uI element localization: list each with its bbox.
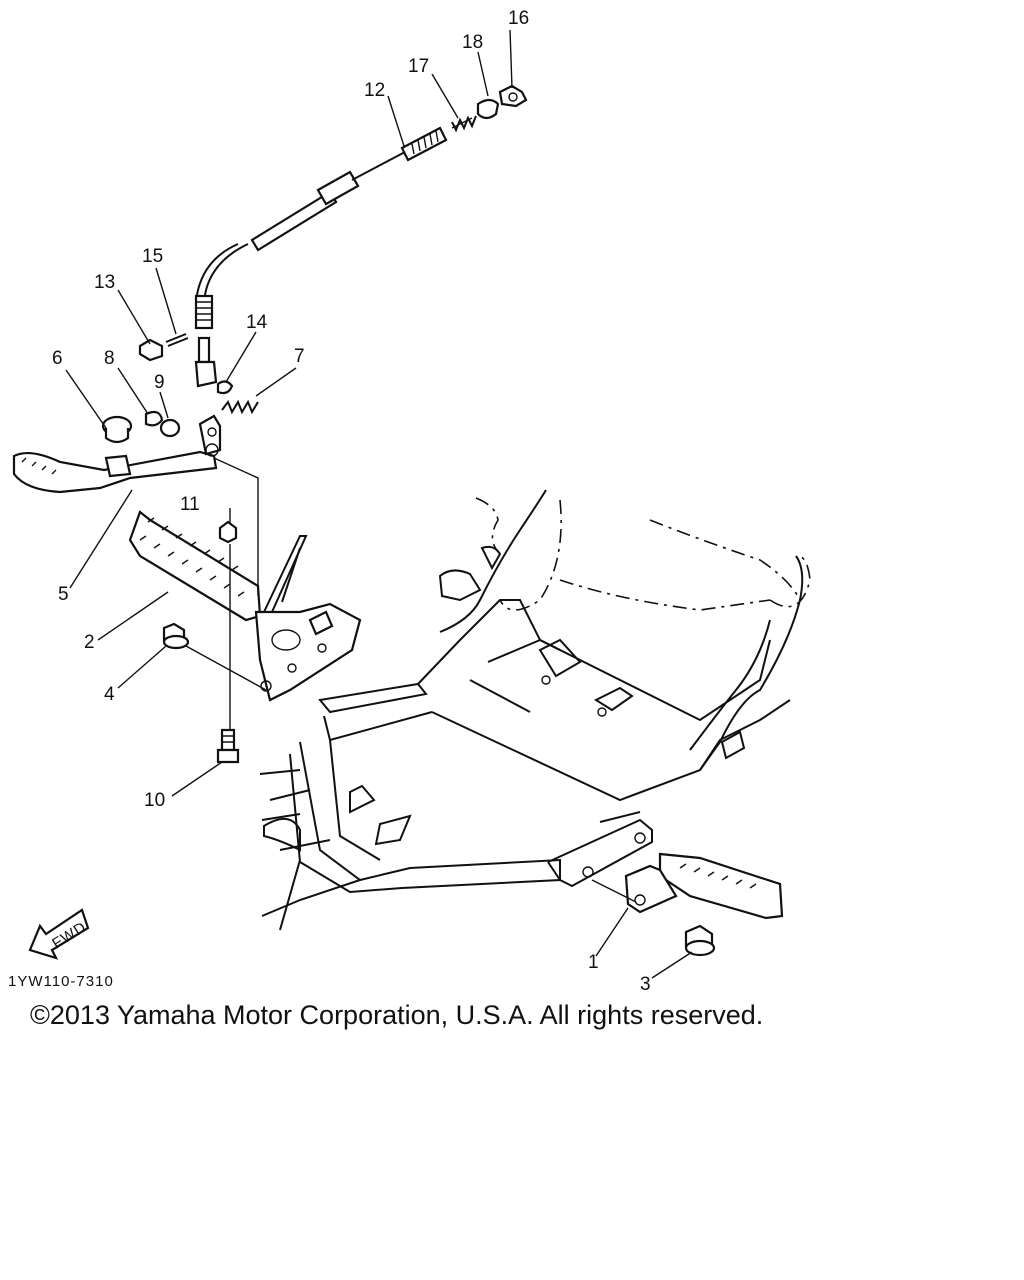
callout-15: 15 [142,246,163,267]
callout-4: 4 [104,684,115,705]
pedal-cap [101,415,133,444]
washer-14 [216,380,234,395]
callout-16: 16 [508,8,529,29]
callout-12: 12 [364,80,385,101]
left-footrest [128,510,362,702]
callout-3: 3 [640,974,651,995]
circlip [144,410,164,427]
exploded-parts-diagram: 16 18 17 12 15 13 14 7 6 8 9 11 5 2 4 10… [8,8,811,995]
fwd-arrow-icon: FWD [28,908,90,960]
bolt-10 [216,728,240,764]
cable-spring [451,115,477,133]
callout-5: 5 [58,584,69,605]
callout-8: 8 [104,348,115,369]
callout-18: 18 [462,32,483,53]
flange-bolt-4 [162,622,190,650]
callout-13: 13 [94,272,115,293]
callout-1: 1 [588,952,599,973]
wing-nut [498,84,528,108]
clevis-pin [138,338,164,362]
flange-bolt-3 [684,924,716,957]
brake-pedal [12,414,222,494]
callout-10: 10 [144,790,165,811]
callout-9: 9 [154,372,165,393]
callout-7: 7 [294,346,305,367]
callout-6: 6 [52,348,63,369]
copyright-notice: ©2013 Yamaha Motor Corporation, U.S.A. A… [30,1000,764,1030]
callout-17: 17 [408,56,429,77]
callout-14: 14 [246,312,268,333]
leader-lines [65,29,693,979]
right-footrest [624,852,784,920]
adjuster-nut [476,98,500,120]
nut-11 [218,520,238,544]
callout-2: 2 [84,632,95,653]
cotter-pin [165,333,189,347]
frame [259,489,811,931]
return-spring [221,399,259,415]
washer-9 [159,418,181,438]
callout-11: 11 [180,494,200,515]
brake-cable [194,126,448,388]
drawing-code: 1YW110-7310 [8,973,114,990]
